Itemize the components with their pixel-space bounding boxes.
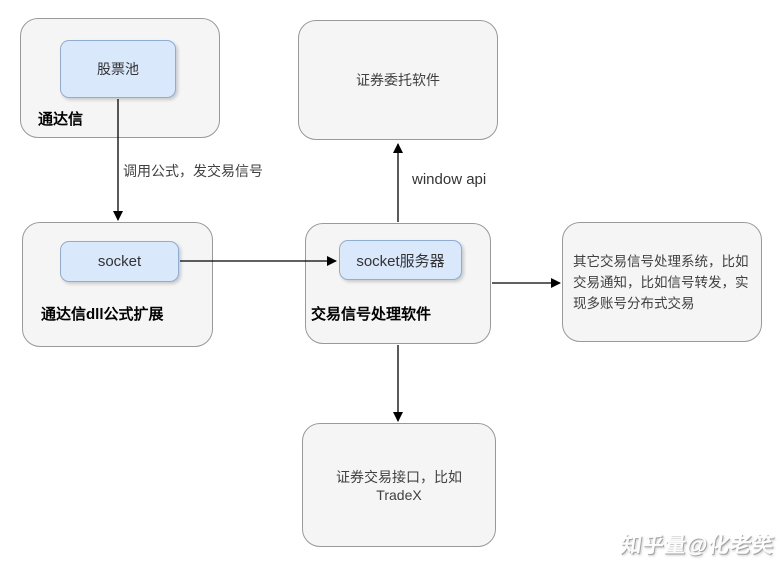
- tdx-dll-title: 通达信dll公式扩展: [41, 306, 164, 323]
- broker-software-label: 证券委托软件: [356, 72, 440, 88]
- zhihu-watermark: 知乎量@化老笑: [618, 534, 776, 557]
- broker-software-box: 证券委托软件: [298, 20, 498, 140]
- socket-server-node: socket服务器: [339, 240, 462, 280]
- tdx-title: 通达信: [38, 111, 84, 128]
- stock-pool-label: 股票池: [97, 61, 139, 77]
- stock-pool-node: 股票池: [60, 40, 176, 98]
- signal-processor-title: 交易信号处理软件: [311, 306, 432, 323]
- socket-server-label: socket服务器: [356, 252, 445, 270]
- trade-api-box: 证券交易接口，比如TradeX: [302, 423, 496, 547]
- other-systems-box: 其它交易信号处理系统，比如交易通知，比如信号转发，实现多账号分布式交易: [562, 222, 762, 342]
- trade-api-label: 证券交易接口，比如TradeX: [336, 469, 462, 503]
- socket-node: socket: [60, 241, 179, 282]
- edge-label-call-formula: 调用公式，发交易信号: [123, 163, 263, 179]
- other-systems-label: 其它交易信号处理系统，比如交易通知，比如信号转发，实现多账号分布式交易: [573, 253, 749, 311]
- edge-label-window-api: window api: [412, 171, 487, 188]
- socket-label: socket: [97, 253, 142, 270]
